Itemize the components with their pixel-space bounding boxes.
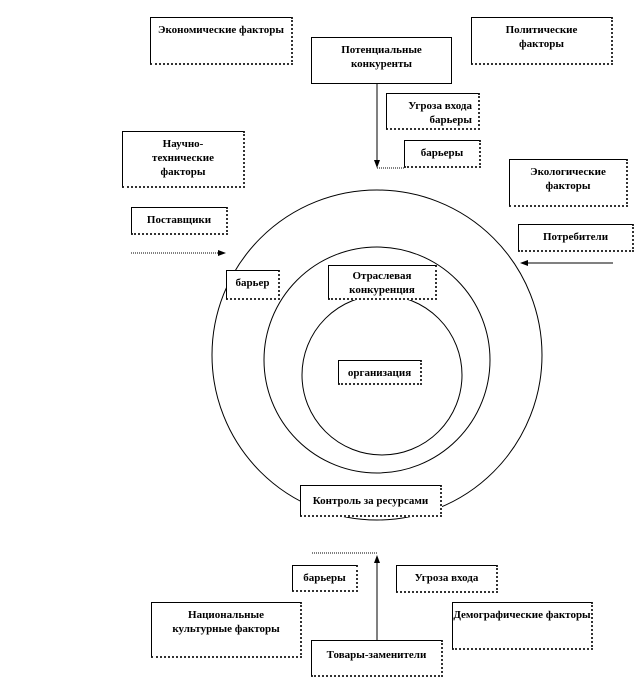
organization-box: организация <box>338 360 422 385</box>
barrier-box: барьер <box>226 270 280 300</box>
political-factors-box: Политические факторы <box>471 17 613 65</box>
barriers-top-box: барьеры <box>404 140 481 168</box>
ecological-factors-box: Экологические факторы <box>509 159 628 207</box>
consumers-box: Потребители <box>518 224 634 252</box>
outer-circle <box>211 189 543 521</box>
industry-competition-box: Отраслевая конкуренция <box>328 265 437 300</box>
entry-threat-barriers-box: Угроза входа барьеры <box>386 93 480 130</box>
middle-circle <box>263 246 491 474</box>
economic-factors-box: Экономические факторы <box>150 17 293 65</box>
sci-tech-factors-box: Научно-технические факторы <box>122 131 245 188</box>
substitutes-box: Товары-заменители <box>311 640 443 677</box>
national-cultural-factors-box: Национальные культурные факторы <box>151 602 302 658</box>
suppliers-box: Поставщики <box>131 207 228 235</box>
barriers-bottom-box: барьеры <box>292 565 358 592</box>
potential-competitors-box: Потенциальные конкуренты <box>311 37 452 84</box>
entry-threat-box: Угроза входа <box>396 565 498 593</box>
resource-control-box: Контроль за ресурсами <box>300 485 442 517</box>
demographic-factors-box: Демографические факторы <box>452 602 593 650</box>
